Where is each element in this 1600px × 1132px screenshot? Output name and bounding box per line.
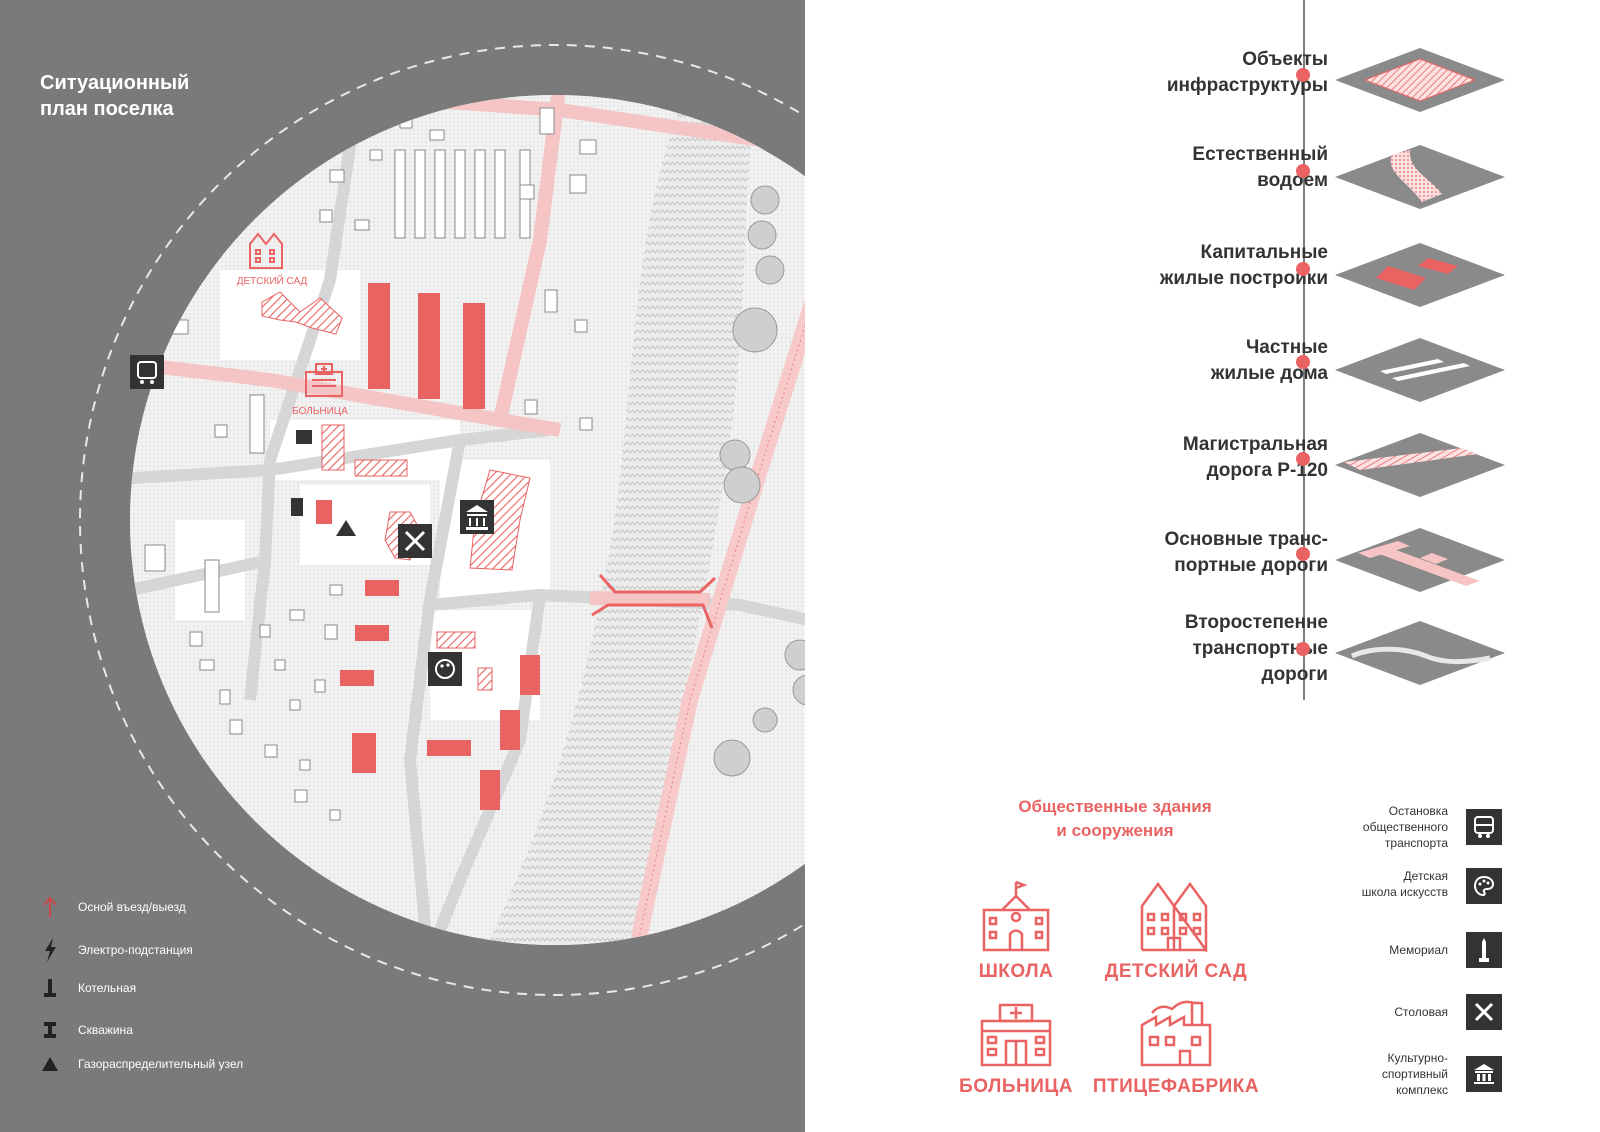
lightning-icon bbox=[38, 938, 62, 962]
legend-boiler: Котельная bbox=[38, 977, 136, 999]
map-boundary bbox=[79, 44, 805, 996]
legend-substation: Электро-подстанция bbox=[38, 938, 193, 962]
art-school-marker bbox=[428, 652, 462, 686]
kindergarten-icon bbox=[1140, 881, 1208, 954]
layer-tile-water bbox=[1335, 145, 1505, 209]
layer-dot bbox=[1296, 355, 1310, 369]
legend-well: Скважина bbox=[38, 1019, 133, 1041]
service-label: Детская школа искусств bbox=[1361, 869, 1448, 899]
layer-tile-main-roads bbox=[1335, 528, 1505, 592]
page-title: Ситуационный план поселка bbox=[40, 72, 190, 120]
gas-node-marker bbox=[336, 520, 356, 536]
public-school: ШКОЛА bbox=[926, 880, 1106, 983]
kindergarten-map-label: ДЕТСКИЙ САД bbox=[237, 274, 308, 287]
hospital-map-label: БОЛЬНИЦА bbox=[292, 406, 348, 417]
situation-map: ДЕТСКИЙ САД БОЛЬНИЦА bbox=[79, 44, 805, 996]
service-label: Культурно- спортивный комплекс bbox=[1381, 1051, 1448, 1097]
boiler-marker bbox=[291, 498, 303, 516]
hospital-map-icon bbox=[305, 363, 343, 397]
layer-tile-private-houses bbox=[1335, 338, 1505, 402]
service-bus-stop: Остановка общественного транспорта bbox=[1320, 803, 1520, 850]
service-canteen: Столовая bbox=[1320, 994, 1520, 1046]
layer-tile-highway bbox=[1335, 433, 1505, 497]
private-houses bbox=[144, 107, 597, 821]
layer-dot bbox=[1296, 68, 1310, 82]
layer-dot bbox=[1296, 262, 1310, 276]
palette-icon bbox=[1466, 868, 1502, 904]
service-label: Столовая bbox=[1394, 1005, 1448, 1019]
public-buildings-title: Общественные здания и сооружения bbox=[1018, 797, 1212, 840]
factory-icon bbox=[1140, 1000, 1212, 1067]
museum-marker bbox=[460, 500, 494, 534]
school-icon bbox=[982, 880, 1050, 952]
layer-dot bbox=[1296, 642, 1310, 656]
layer-dot bbox=[1296, 547, 1310, 561]
canteen-marker bbox=[398, 524, 432, 558]
bus-stop-marker bbox=[130, 355, 164, 389]
legend-gas-node: Газораспределительный узел bbox=[38, 1053, 243, 1075]
map-panel: ДЕТСКИЙ САД БОЛЬНИЦА Ситуационный план п… bbox=[0, 0, 805, 1132]
bus-icon bbox=[1466, 809, 1502, 845]
public-poultry-factory: ПТИЦЕФАБРИКА bbox=[1086, 995, 1266, 1098]
map-circle bbox=[130, 95, 805, 945]
museum-icon bbox=[1466, 1056, 1502, 1092]
well-icon bbox=[38, 1019, 62, 1041]
public-hospital: БОЛЬНИЦА bbox=[926, 995, 1106, 1098]
bridge bbox=[591, 574, 717, 629]
layer-tile-secondary-roads bbox=[1335, 621, 1505, 685]
service-memorial: Мемориал bbox=[1320, 932, 1520, 984]
layers-timeline bbox=[1303, 0, 1305, 700]
legend-main-entrance: Осной въезд/выезд bbox=[38, 896, 186, 918]
hospital-icon bbox=[980, 1003, 1052, 1067]
well-marker bbox=[296, 430, 312, 444]
service-cultural-sports-complex: Культурно- спортивный комплекс bbox=[1320, 1050, 1520, 1097]
triangle-icon bbox=[38, 1053, 62, 1075]
service-label: Остановка общественного транспорта bbox=[1362, 804, 1448, 850]
layer-label: Основные транс-портные дороги bbox=[1164, 529, 1328, 576]
layer-tile-capital-housing bbox=[1335, 243, 1505, 307]
obelisk-icon bbox=[1466, 932, 1502, 968]
trees bbox=[713, 185, 805, 777]
kindergarten-map-icon bbox=[249, 232, 283, 269]
arrow-up-icon bbox=[38, 896, 62, 918]
capital-housing bbox=[316, 283, 540, 810]
layer-dot bbox=[1296, 452, 1310, 466]
river bbox=[470, 95, 760, 945]
layer-main-roads: Основные транс-портные дороги bbox=[1050, 525, 1580, 615]
public-kindergarten: ДЕТСКИЙ САД bbox=[1086, 878, 1266, 983]
layer-dot bbox=[1296, 164, 1310, 178]
layer-tile-infrastructure bbox=[1335, 48, 1505, 112]
fork-knife-icon bbox=[1466, 994, 1502, 1030]
boiler-icon bbox=[38, 977, 62, 999]
service-label: Мемориал bbox=[1389, 943, 1448, 957]
service-art-school: Детская школа искусств bbox=[1320, 868, 1520, 914]
